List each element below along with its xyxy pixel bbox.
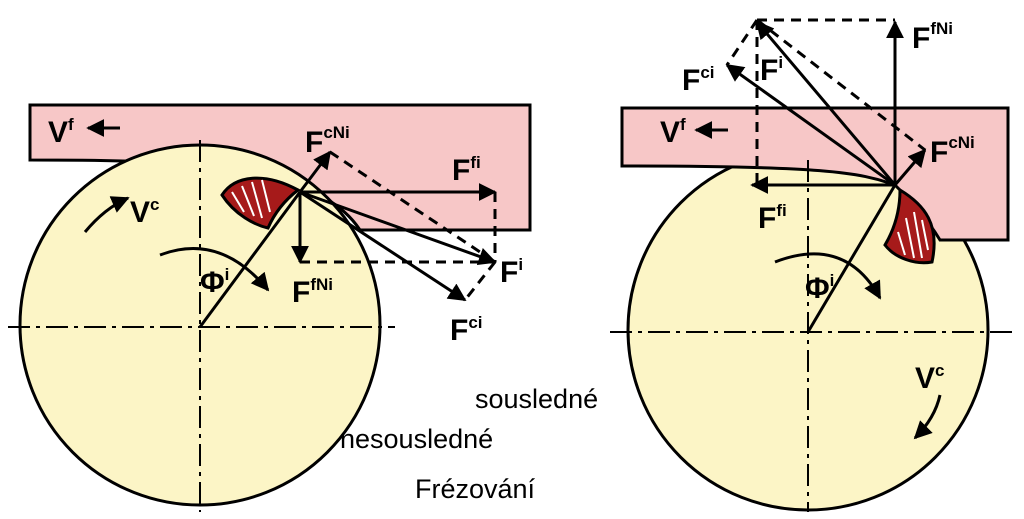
right-fci-vector xyxy=(725,63,896,187)
left-fi-label: Fi xyxy=(500,255,523,289)
left-chip xyxy=(220,176,301,230)
caption-nesousledne: nesousledné xyxy=(340,424,493,454)
left-radius-line xyxy=(198,191,302,328)
right-phi-label: Φi xyxy=(805,271,834,305)
left-fcni-label: FcNi xyxy=(305,123,350,159)
left-ffni-label: FfNi xyxy=(292,275,333,309)
left-fi-vector xyxy=(299,190,497,265)
left-fci-label: Fci xyxy=(450,313,483,347)
right-vf-label: Vf xyxy=(660,115,686,149)
caption-sousledne: sousledné xyxy=(475,384,598,414)
left-vc-arrow xyxy=(83,196,130,233)
right-vc-label: Vc xyxy=(915,361,944,395)
right-fi-vector xyxy=(755,20,897,186)
right-fcni-vector xyxy=(893,148,927,186)
right-milling-diagram: FfNi Fci Fi Vf FcNi Ffi Φi Vc xyxy=(610,18,1012,512)
right-chip xyxy=(883,187,936,265)
right-radius-line xyxy=(806,184,897,333)
right-fci-label: Fci xyxy=(682,63,715,97)
left-ffi-label: Ffi xyxy=(452,153,481,187)
left-vf-label: Vf xyxy=(48,115,74,149)
right-ffni-label: FfNi xyxy=(912,19,953,55)
right-fcni-label: FcNi xyxy=(930,133,975,169)
left-milling-diagram: Vf Vc Φi FcNi Ffi Fi FfNi Fci xyxy=(8,103,532,512)
left-vc-label: Vc xyxy=(130,195,159,229)
right-vc-arrow xyxy=(913,394,942,440)
left-fci-vector xyxy=(299,190,467,302)
right-phi-arc xyxy=(774,252,882,300)
caption-frezovani: Frézování xyxy=(415,474,536,504)
right-ffi-label: Ffi xyxy=(758,201,787,235)
left-phi-arc xyxy=(159,247,270,292)
left-fcni-vector xyxy=(298,150,332,193)
right-fi-label: Fi xyxy=(760,53,783,87)
left-phi-label: Φi xyxy=(200,265,229,299)
